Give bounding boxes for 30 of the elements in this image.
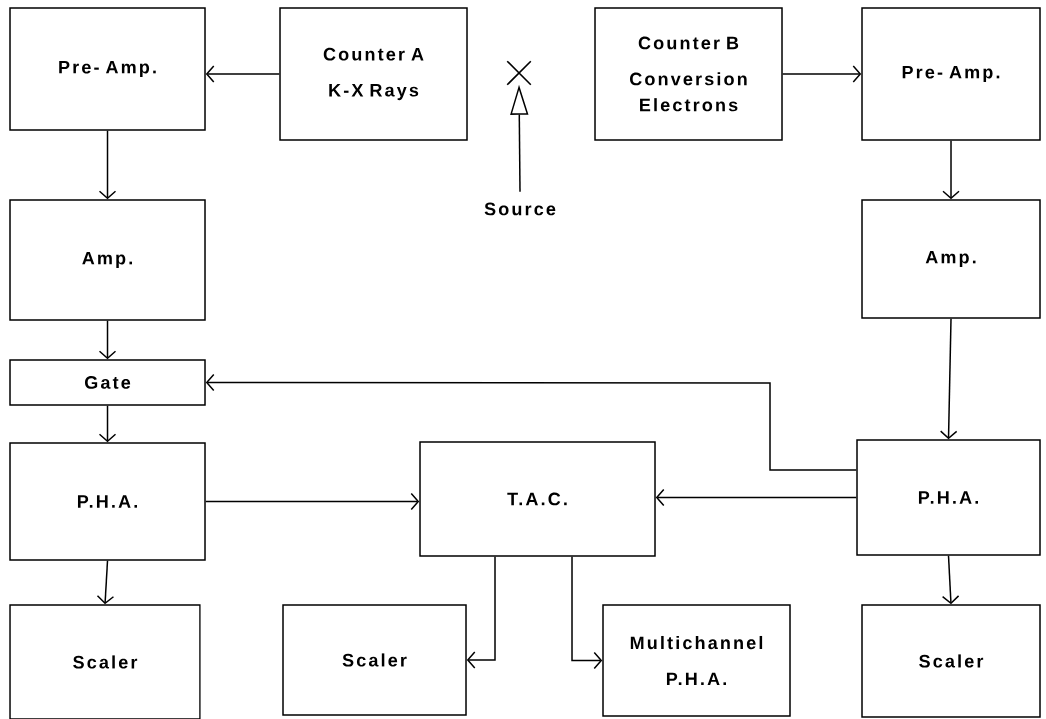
arrow [466,556,496,669]
arrow [205,492,420,511]
process-box: Scaler [282,604,467,716]
arrow [98,320,117,360]
process-box: P.H.A. [856,439,1041,556]
arrow [98,130,117,200]
process-box: Amp. [861,199,1041,319]
counter-box: Counter A K-X Rays [279,7,468,141]
process-box: P.H.A. [9,442,206,561]
arrow [98,405,117,443]
arrow [941,555,960,605]
process-box: Pre- Amp. [9,7,206,131]
arrow [205,65,280,83]
process-box: Scaler [861,604,1041,718]
source-label: Source [484,202,556,216]
arrow [942,140,960,200]
arrow [655,488,857,507]
counter-box: Counter B Conversion Electrons [594,7,783,141]
process-box: Pre- Amp. [861,7,1041,141]
arrow [205,373,857,471]
cross-mark [506,60,532,86]
process-box: Gate [9,359,206,406]
process-box: Amp. [9,199,206,321]
arrow [96,560,115,605]
arrow [571,556,603,670]
arrow [782,65,862,83]
process-box: Scaler [9,604,201,719]
process-box: T.A.C. [419,441,656,557]
arrow [939,318,958,440]
process-box: Multichannel P.H.A. [602,604,791,717]
